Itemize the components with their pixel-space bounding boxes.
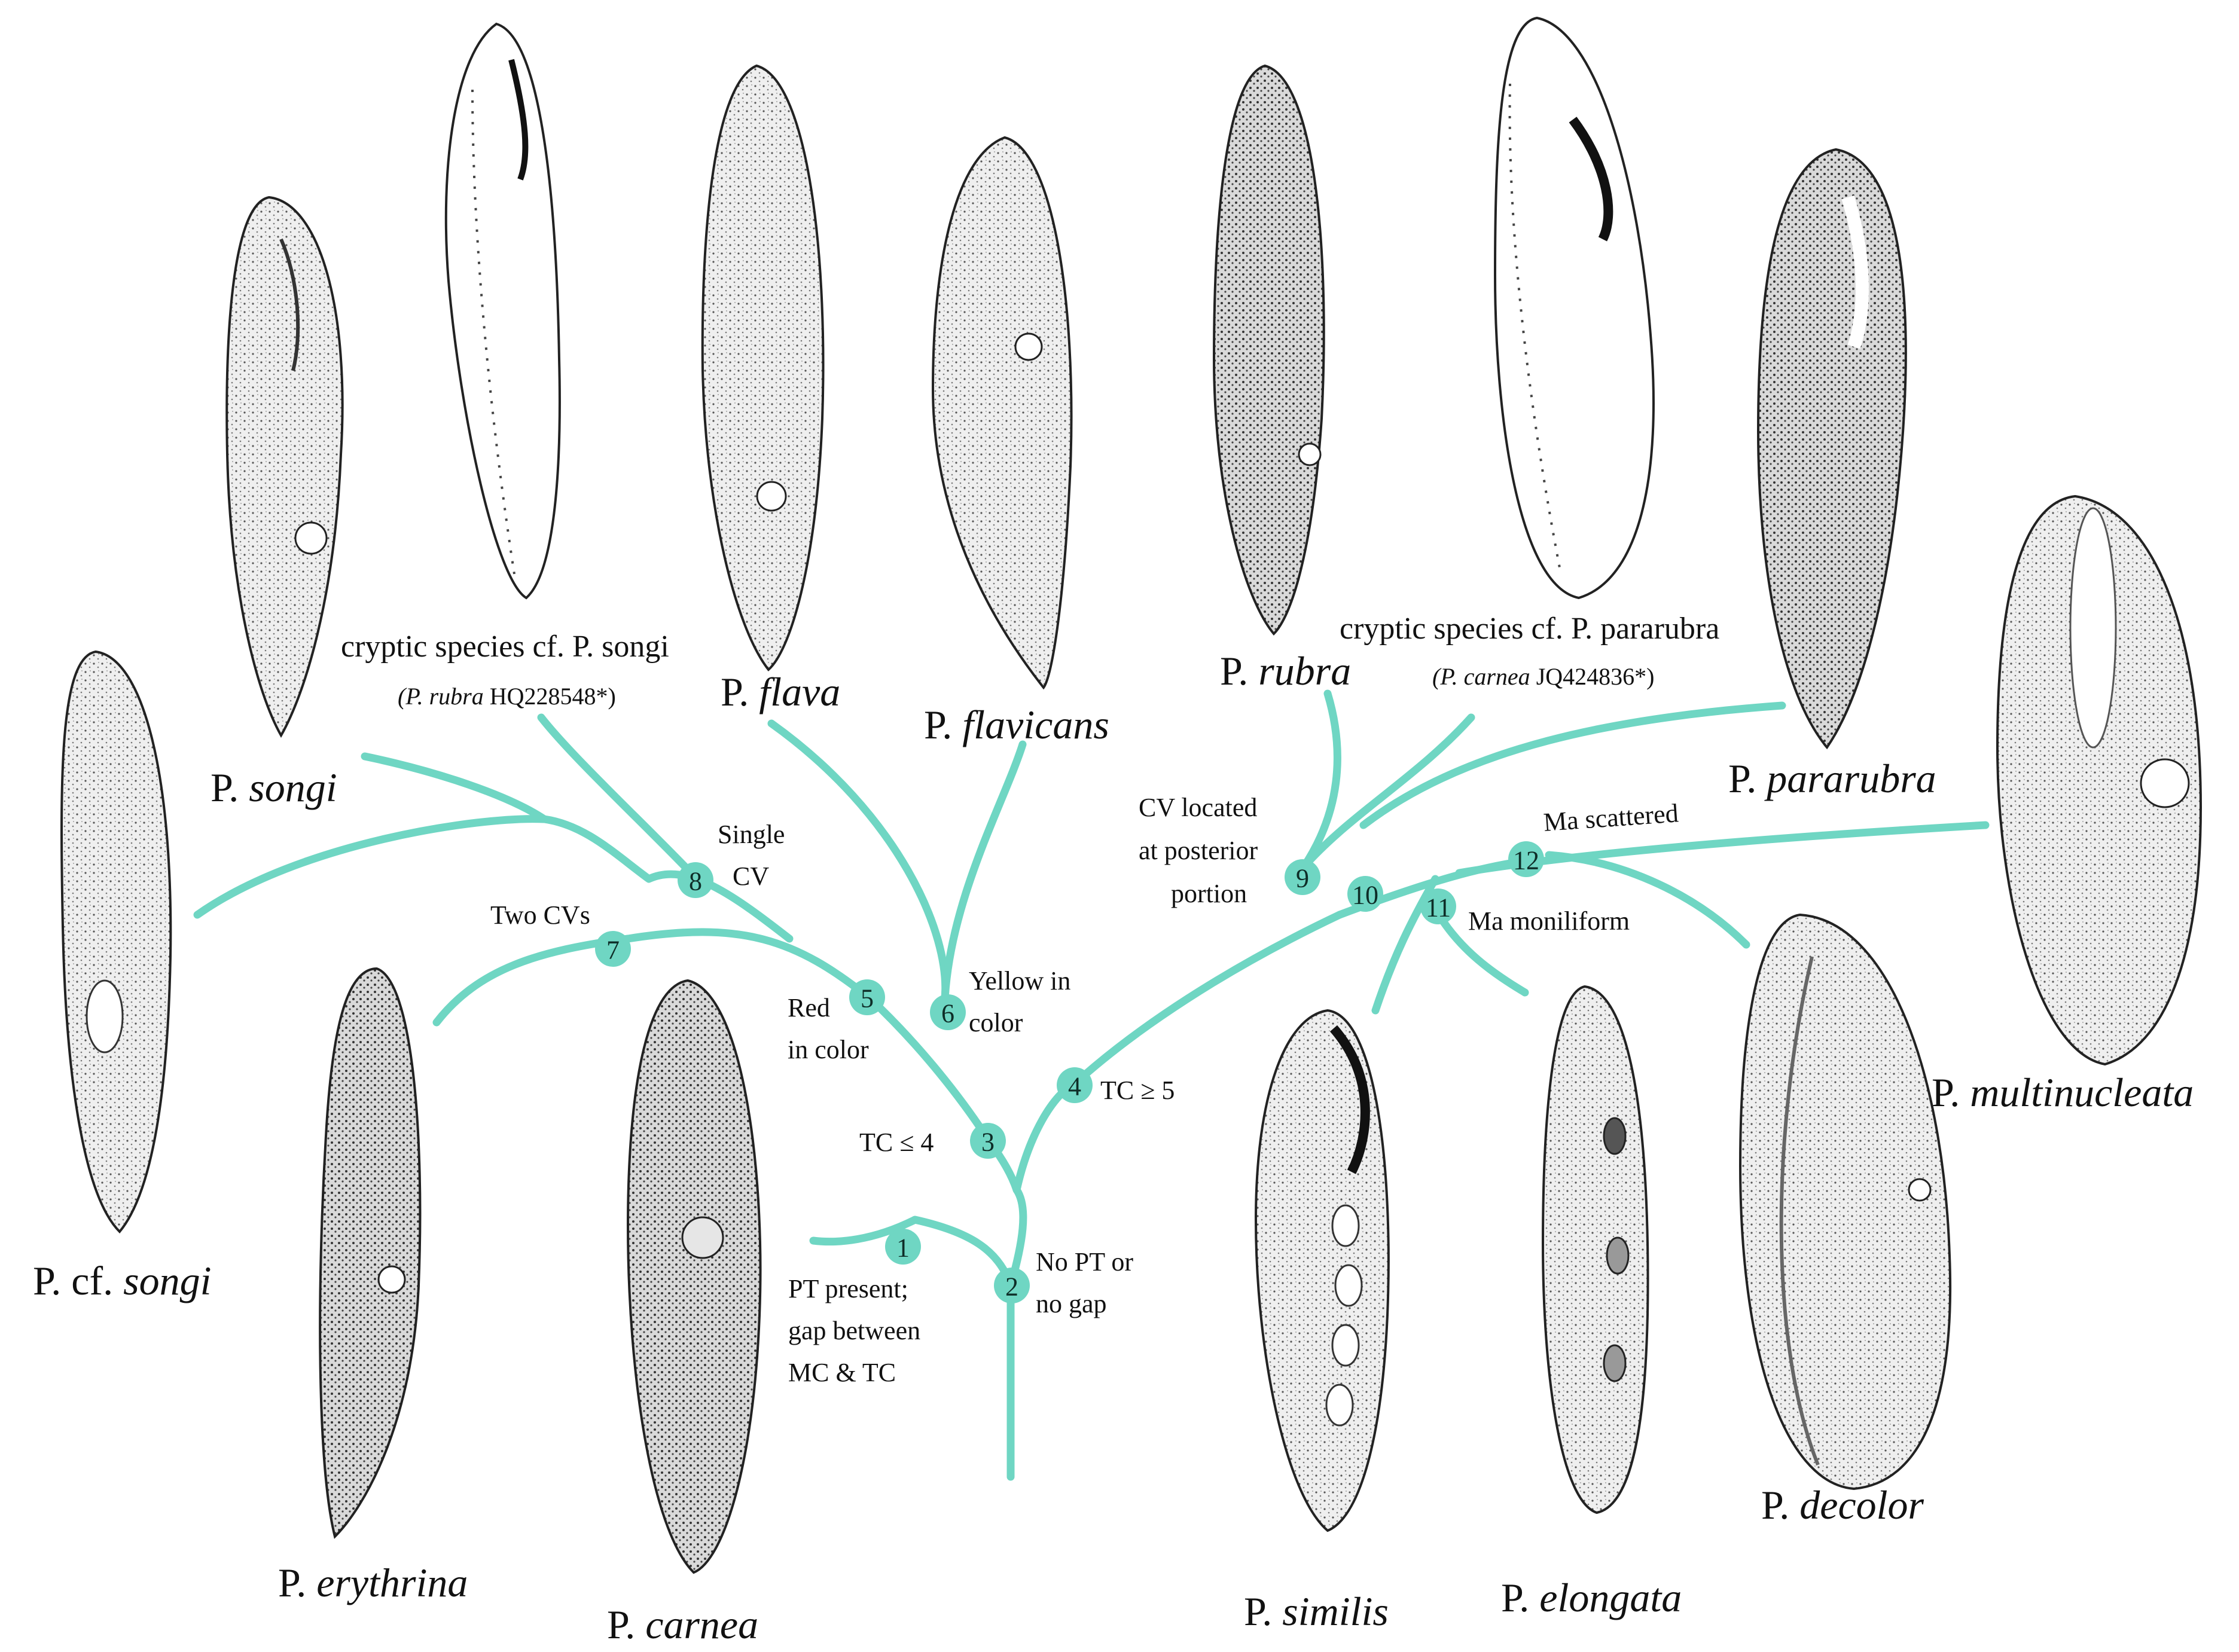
node-number: 4 bbox=[1068, 1072, 1081, 1101]
char-node4: TC ≥ 5 bbox=[1100, 1076, 1175, 1105]
illustration-cryptic-pararubra bbox=[1493, 16, 1655, 600]
node-number: 7 bbox=[606, 936, 620, 965]
illustration-flava bbox=[701, 64, 825, 671]
illustration-cf-songi bbox=[60, 650, 172, 1233]
species-pararubra: P. pararubra bbox=[1728, 756, 1936, 801]
node-circle bbox=[994, 1268, 1030, 1303]
illustration-carnea bbox=[626, 979, 762, 1574]
species-flava: P. flava bbox=[721, 669, 840, 714]
species-rubra: P. rubra bbox=[1220, 648, 1351, 694]
phylogeny-tree bbox=[193, 689, 1990, 1481]
node-circle bbox=[1420, 888, 1456, 924]
illustration-elongata bbox=[1541, 985, 1649, 1514]
node-number: 10 bbox=[1352, 881, 1378, 910]
illustration-pararubra bbox=[1756, 148, 1907, 750]
node-8: 8 bbox=[678, 862, 713, 898]
node-circle bbox=[885, 1229, 921, 1265]
species-cryptic-pararubra: cryptic species cf. P. pararubra bbox=[1340, 612, 1719, 646]
node-4: 4 bbox=[1057, 1067, 1093, 1103]
node-number: 9 bbox=[1296, 864, 1309, 893]
char-node7: Two CVs bbox=[490, 900, 590, 930]
char-node1: PT present; gap between MC & TC bbox=[788, 1274, 927, 1387]
node-number: 1 bbox=[896, 1233, 910, 1263]
char-node8: Single CV bbox=[718, 820, 791, 891]
species-elongata: P. elongata bbox=[1501, 1575, 1682, 1620]
node-circle bbox=[678, 862, 713, 898]
species-erythrina: P. erythrina bbox=[278, 1560, 468, 1605]
species-flavicans: P. flavicans bbox=[924, 702, 1109, 747]
node-9: 9 bbox=[1285, 859, 1320, 895]
illustration-multinucleata bbox=[1996, 494, 2203, 1066]
illustration-erythrina bbox=[319, 967, 422, 1539]
char-node2: No PT or no gap bbox=[1036, 1247, 1140, 1318]
species-multinucleata: P. multinucleata bbox=[1932, 1070, 2194, 1115]
node-number: 5 bbox=[861, 984, 874, 1013]
species-similis: P. similis bbox=[1244, 1589, 1389, 1634]
node-circle bbox=[970, 1123, 1006, 1159]
species-carnea: P. carnea bbox=[607, 1602, 758, 1647]
node-circle bbox=[849, 979, 885, 1015]
node-1: 1 bbox=[885, 1229, 921, 1265]
species-labels: P. songi P. cf. songi cryptic species cf… bbox=[33, 612, 2194, 1647]
node-number: 6 bbox=[941, 999, 954, 1028]
illustration-decolor bbox=[1738, 913, 1952, 1491]
char-node3: TC ≤ 4 bbox=[859, 1128, 934, 1157]
species-cf-songi: P. cf. songi bbox=[33, 1258, 211, 1303]
illustration-cryptic-songi bbox=[444, 22, 561, 600]
node-circle bbox=[1347, 876, 1383, 912]
node-7: 7 bbox=[595, 931, 631, 967]
illustration-rubra bbox=[1212, 64, 1325, 636]
char-node11: Ma moniliform bbox=[1468, 906, 1630, 936]
node-number: 11 bbox=[1426, 893, 1451, 923]
char-node6: Yellow in color bbox=[969, 966, 1077, 1037]
node-5: 5 bbox=[849, 979, 885, 1015]
node-3: 3 bbox=[970, 1123, 1006, 1159]
species-songi: P. songi bbox=[211, 765, 337, 810]
node-11: 11 bbox=[1420, 888, 1456, 924]
node-number: 12 bbox=[1513, 846, 1539, 875]
node-12: 12 bbox=[1508, 841, 1544, 877]
node-10: 10 bbox=[1347, 876, 1383, 912]
illustration-songi bbox=[225, 196, 344, 738]
species-cryptic-pararubra-note: (P. carnea JQ424836*) bbox=[1432, 663, 1654, 690]
char-node5: Red in color bbox=[788, 993, 869, 1064]
node-number: 2 bbox=[1005, 1272, 1018, 1302]
node-2: 2 bbox=[994, 1268, 1030, 1303]
node-circle bbox=[930, 994, 966, 1030]
node-circle bbox=[1057, 1067, 1093, 1103]
node-number: 3 bbox=[981, 1128, 995, 1157]
node-6: 6 bbox=[930, 994, 966, 1030]
char-node9: CV located at posterior portion bbox=[1139, 793, 1264, 908]
node-circle bbox=[1508, 841, 1544, 877]
illustration-flavicans bbox=[931, 136, 1073, 690]
species-cryptic-songi-note: (P. rubra HQ228548*) bbox=[398, 683, 616, 710]
node-number: 8 bbox=[689, 867, 702, 896]
illustration-similis bbox=[1254, 1009, 1390, 1532]
char-node12: Ma scattered bbox=[1542, 798, 1679, 837]
species-decolor: P. decolor bbox=[1761, 1482, 1924, 1528]
character-labels: PT present; gap between MC & TC No PT or… bbox=[490, 793, 1679, 1387]
species-cryptic-songi: cryptic species cf. P. songi bbox=[341, 630, 669, 664]
node-circle bbox=[1285, 859, 1320, 895]
node-circle bbox=[595, 931, 631, 967]
